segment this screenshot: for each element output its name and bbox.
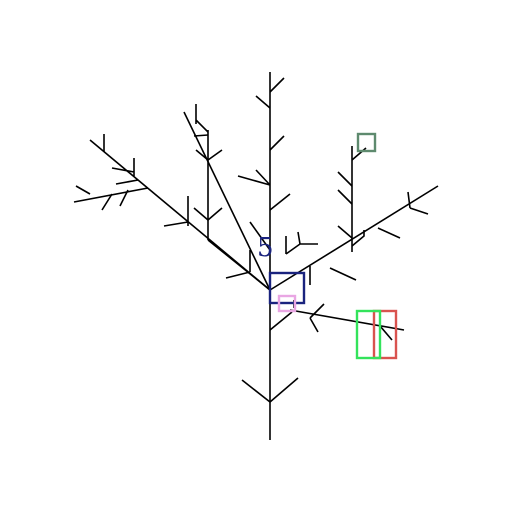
selection-box-green[interactable] (355, 309, 382, 360)
score-counter: 5 (257, 233, 274, 263)
selection-box-navy[interactable] (268, 271, 306, 305)
selection-box-red[interactable] (372, 309, 398, 360)
fractal-tree (73, 72, 439, 440)
selection-box-gray-green[interactable] (356, 132, 377, 153)
selection-box-pink[interactable] (277, 294, 297, 313)
